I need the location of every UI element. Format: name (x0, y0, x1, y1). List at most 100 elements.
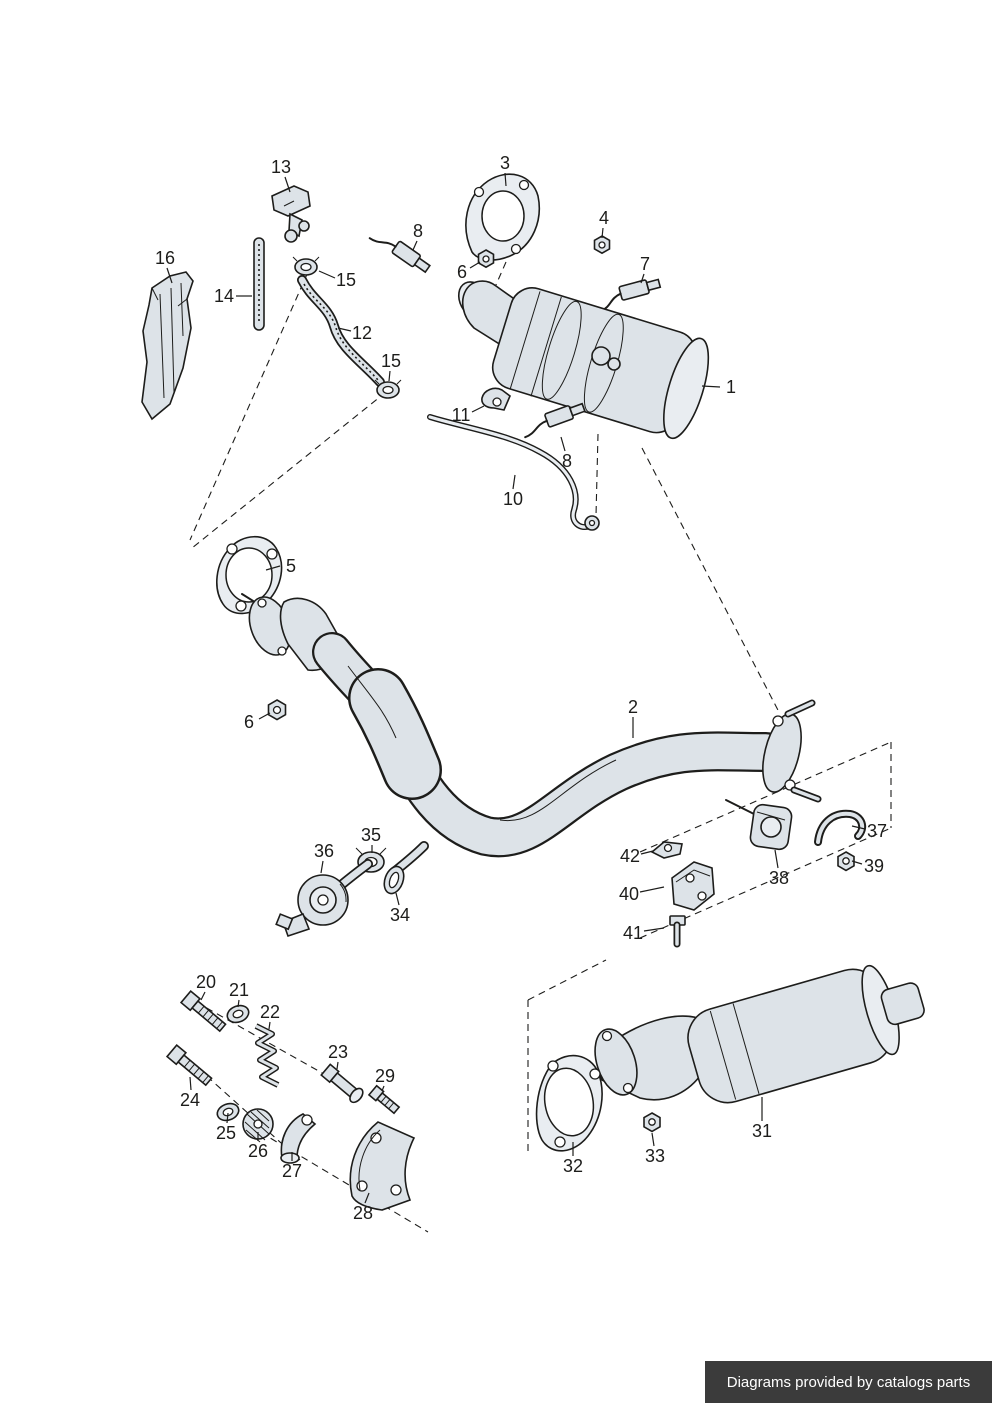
part-callout-6: 6 (244, 712, 254, 732)
part-callout-7: 7 (640, 254, 650, 274)
part-callout-8: 8 (562, 451, 572, 471)
construction-lines (179, 261, 892, 1233)
leader-line-36 (320, 860, 324, 874)
part-callout-28: 28 (353, 1203, 373, 1223)
bolt-41 (669, 915, 686, 948)
support-bracket-28 (349, 1121, 416, 1211)
part-callout-40: 40 (619, 884, 639, 904)
leader-line-8 (412, 240, 418, 251)
leader-line-16 (166, 267, 173, 284)
clamp-15-lower (374, 379, 402, 399)
bolt-20 (179, 989, 227, 1033)
bolt-23 (320, 1063, 364, 1104)
oxygen-sensor-8-lower (524, 402, 586, 439)
rubber-hanger-38 (725, 799, 793, 851)
part-callout-25: 25 (216, 1123, 236, 1143)
gasket-32 (535, 1054, 603, 1152)
front-exhaust-pipe-2 (241, 593, 822, 877)
part-callout-41: 41 (623, 923, 643, 943)
washer-25 (216, 1102, 240, 1122)
leader-line-28 (364, 1192, 370, 1204)
part-callout-12: 12 (352, 323, 372, 343)
part-callout-26: 26 (248, 1141, 268, 1161)
leader-lines (166, 172, 866, 1204)
part-callout-2: 2 (628, 697, 638, 717)
washer-21 (226, 1004, 250, 1024)
hose-12 (297, 275, 385, 387)
leader-line-40 (639, 886, 665, 893)
part-callout-15: 15 (381, 351, 401, 371)
nut-39 (837, 851, 855, 872)
oxygen-sensor-8-upper (368, 237, 431, 274)
leader-line-5 (265, 565, 281, 571)
part-callout-34: 34 (390, 905, 410, 925)
bracket-40 (671, 861, 715, 911)
leader-line-38 (774, 849, 779, 869)
credit-text: Diagrams provided by catalogs parts (726, 1373, 971, 1391)
bracket-arm-27 (280, 1113, 317, 1164)
leader-line-12 (337, 327, 352, 332)
leader-line-34 (395, 892, 400, 906)
part-callout-6: 6 (457, 262, 467, 282)
leader-line-4 (601, 227, 604, 239)
pressure-sensor-13 (271, 185, 311, 243)
nut-4 (593, 235, 611, 255)
nut-33 (643, 1112, 661, 1133)
part-callout-10: 10 (503, 489, 523, 509)
part-callout-29: 29 (375, 1066, 395, 1086)
rear-catalyst-31 (594, 964, 925, 1104)
nut-6-lower (267, 699, 287, 721)
part-callout-24: 24 (180, 1090, 200, 1110)
leader-line-24 (189, 1076, 192, 1091)
leader-line-6 (469, 261, 481, 269)
hanger-hook-37 (814, 809, 867, 846)
leader-line-42 (640, 850, 654, 855)
clamp-15-upper (292, 256, 320, 276)
leader-line-15 (318, 270, 336, 279)
bracket-11 (481, 387, 511, 411)
part-callout-38: 38 (769, 868, 789, 888)
leader-line-3 (504, 172, 507, 187)
part-callout-5: 5 (286, 556, 296, 576)
part-callout-14: 14 (214, 286, 234, 306)
oxygen-sensor-7 (599, 278, 662, 313)
clamp-34 (383, 865, 405, 895)
part-callout-21: 21 (229, 980, 249, 1000)
part-callout-36: 36 (314, 841, 334, 861)
part-callout-1: 1 (726, 377, 736, 397)
bolt-29 (367, 1084, 401, 1115)
leader-line-25 (226, 1112, 229, 1124)
leader-line-20 (200, 991, 206, 1001)
leader-line-37 (851, 825, 866, 830)
part-callout-22: 22 (260, 1002, 280, 1022)
particulate-filter-1 (457, 280, 710, 440)
credit-banner: Diagrams provided by catalogs parts (705, 1361, 992, 1403)
heat-shield-16 (141, 271, 194, 421)
gasket-5 (216, 535, 283, 615)
spring-22 (254, 1023, 280, 1088)
exhaust-flap-36 (275, 859, 373, 938)
leader-line-21 (237, 999, 240, 1008)
gasket-3 (465, 173, 540, 261)
part-callout-39: 39 (864, 856, 884, 876)
part-callout-3: 3 (500, 153, 510, 173)
leader-line-13 (284, 176, 291, 193)
damper-26 (242, 1108, 274, 1143)
leader-line-6 (258, 712, 271, 720)
leader-line-39 (851, 860, 863, 865)
leader-line-8 (560, 436, 566, 452)
leader-line-1 (701, 385, 721, 388)
bolt-24 (165, 1043, 213, 1087)
part-callout-15: 15 (336, 270, 356, 290)
leader-line-29 (381, 1085, 385, 1092)
part-callout-27: 27 (282, 1161, 302, 1181)
leader-line-41 (643, 927, 665, 932)
part-callout-33: 33 (645, 1146, 665, 1166)
part-callout-16: 16 (155, 248, 175, 268)
part-callout-32: 32 (563, 1156, 583, 1176)
leader-line-33 (651, 1132, 655, 1147)
part-callout-37: 37 (867, 821, 887, 841)
